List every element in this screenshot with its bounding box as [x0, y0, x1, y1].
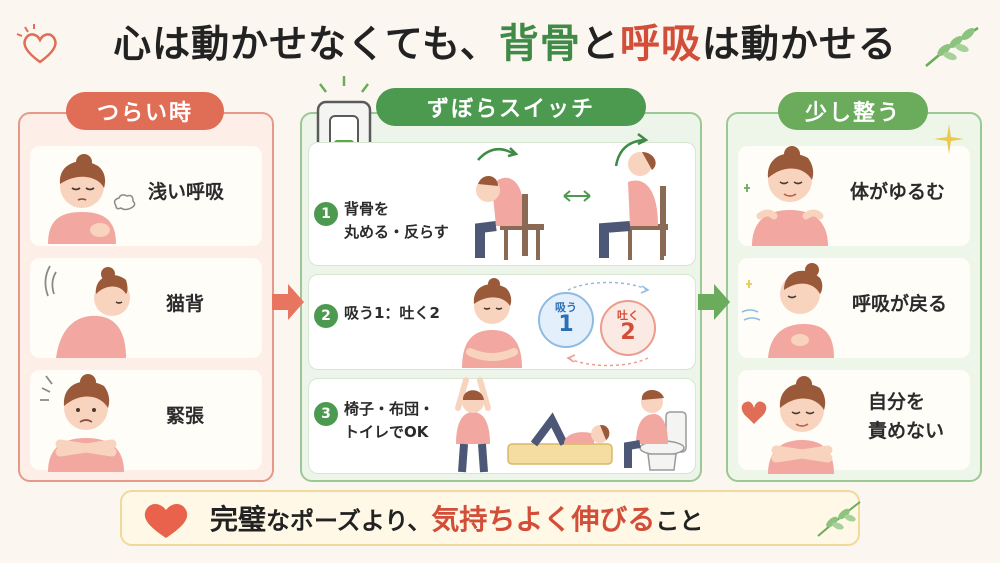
page-title: 心は動かせなくても、 背骨 と 呼吸 は動かせる — [70, 10, 940, 70]
title-highlight-spine: 背骨 — [498, 21, 581, 67]
step-1-badge: 1 — [314, 202, 338, 226]
banner-thing: こと — [655, 506, 704, 535]
title-part-1: 心は動かせなくても、 — [113, 21, 499, 66]
stretching-person-illustration — [455, 377, 491, 473]
exhale-count-circle: 吐く 2 — [600, 300, 656, 356]
self-hug-person-illustration — [741, 376, 834, 474]
title-highlight-breath: 呼吸 — [619, 21, 702, 67]
heart-outline-icon — [16, 24, 57, 64]
step-1-line-1: 背骨を — [344, 200, 390, 218]
breathing-person-illustration — [462, 278, 522, 368]
exhale-label: 吐く — [617, 309, 639, 323]
banner-stretch-comfortably: 気持ちよく伸びる — [431, 503, 656, 536]
step-3-line-1: 椅子・布団・ — [344, 400, 435, 418]
title-part-3: と — [580, 21, 620, 66]
step-3-line-2: トイレでOK — [344, 423, 429, 442]
no-self-blame-line-2: 責めない — [868, 420, 945, 443]
hunched-label: 猫背 — [166, 293, 205, 315]
title-part-5: は動かせる — [701, 21, 897, 66]
banner-perfect: 完璧 — [210, 503, 267, 536]
hard-times-header: つらい時 — [66, 92, 224, 130]
step-2-badge: 2 — [314, 304, 338, 328]
banner-than-pose: なポーズより、 — [266, 506, 432, 535]
breath-cycle-arrows-icon — [566, 281, 650, 367]
relaxed-person-illustration — [744, 146, 828, 246]
heart-icon — [144, 504, 188, 538]
double-arrow-icon — [563, 190, 591, 202]
step-1-line-2: 丸める・反らす — [344, 223, 449, 242]
tired-person-illustration — [48, 154, 116, 244]
arching-spine-illustration — [599, 133, 668, 260]
bottom-message-banner — [120, 490, 860, 546]
step-2-text: 吸う1：吐く2 — [344, 304, 440, 322]
step-3-text: 椅子・布団・ トイレでOK — [344, 398, 434, 445]
inhale-label: 吸う — [555, 301, 577, 315]
sigh-puff-icon — [113, 194, 136, 211]
hunched-person-illustration — [44, 265, 130, 358]
exhale-count: 2 — [620, 320, 636, 346]
tension-label: 緊張 — [166, 405, 205, 427]
bottom-message: 完璧 なポーズより、 気持ちよく伸びる こと — [210, 496, 810, 540]
no-self-blame-text: 自分を 責めない — [868, 388, 944, 447]
leaf-sprig-icon — [925, 26, 979, 67]
tense-person-illustration — [40, 374, 124, 472]
rounding-spine-illustration — [475, 147, 544, 260]
step-3-badge: 3 — [314, 402, 338, 426]
breath-returns-label: 呼吸が戻る — [852, 293, 948, 315]
arrow-right-icon — [272, 284, 304, 320]
lying-on-futon-illustration — [507, 412, 613, 465]
sitting-on-toilet-illustration — [624, 389, 687, 471]
settled-header: 少し整う — [778, 92, 928, 130]
leaf-sprig-bottom-icon — [817, 501, 861, 537]
body-relaxes-label: 体がゆるむ — [850, 181, 946, 203]
arrow-right-green-icon — [698, 284, 730, 320]
step-1-text: 背骨を 丸める・反らす — [344, 198, 449, 245]
breathing-calm-person-illustration — [741, 263, 834, 358]
sparkle-icon — [934, 124, 964, 154]
shallow-breath-label: 浅い呼吸 — [148, 181, 225, 203]
no-self-blame-line-1: 自分を — [868, 391, 926, 413]
lazy-switch-header: ずぼらスイッチ — [376, 88, 646, 126]
inhale-count-circle: 吸う 1 — [538, 292, 594, 348]
inhale-count: 1 — [558, 312, 574, 338]
